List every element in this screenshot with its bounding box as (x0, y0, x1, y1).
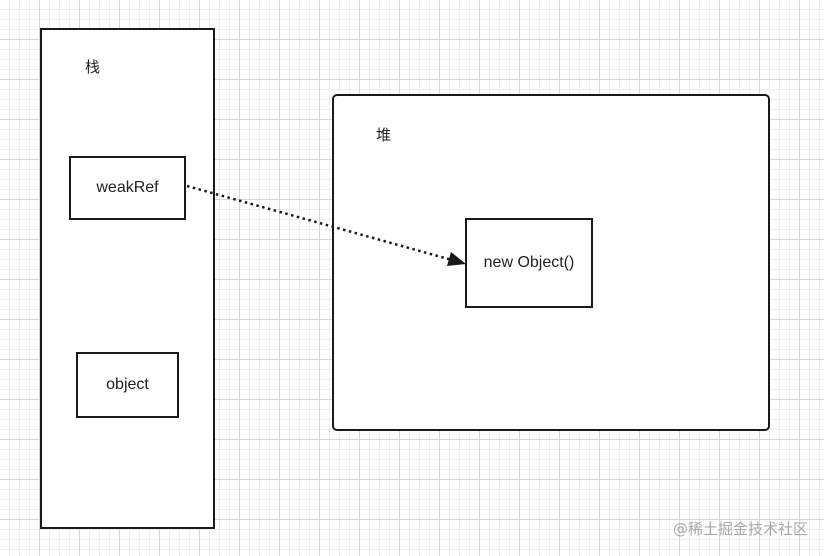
watermark: @稀土掘金技术社区 (672, 520, 808, 538)
weakref-node: weakRef (69, 156, 186, 220)
stack-label: 栈 (85, 58, 101, 76)
heap-label: 堆 (376, 126, 392, 144)
object-node: object (76, 352, 179, 418)
stack-container (40, 28, 215, 529)
new-object-node: new Object() (465, 218, 593, 308)
